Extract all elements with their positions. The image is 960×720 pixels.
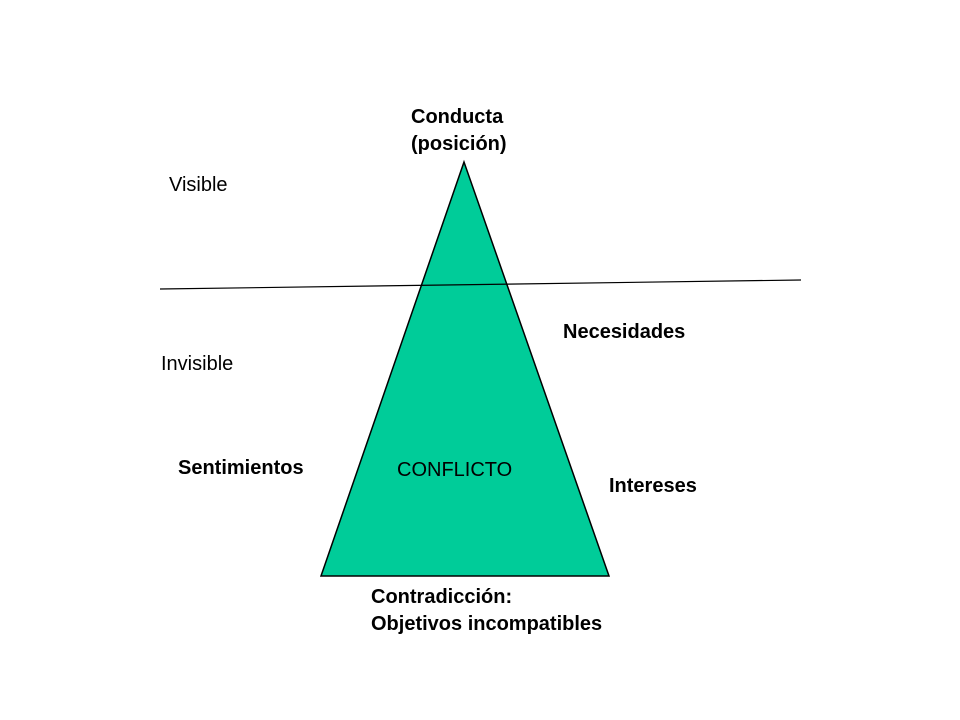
bottom-label-line1: Contradicción:	[371, 586, 513, 608]
top-label: Conducta (posición)	[411, 104, 507, 158]
conflict-triangle	[319, 159, 611, 577]
bottom-label: Contradicción: Objetivos incompatibles	[371, 584, 602, 638]
needs-label: Necesidades	[563, 321, 686, 343]
bottom-label-line2: Objetivos incompatibles	[371, 613, 603, 635]
top-label-line1: Conducta	[411, 106, 504, 128]
center-label: CONFLICTO	[397, 459, 513, 481]
top-label-line2: (posición)	[411, 133, 507, 155]
feelings-label: Sentimientos	[178, 457, 304, 479]
interests-label: Intereses	[609, 475, 697, 497]
visibility-divider-line	[159, 279, 802, 290]
invisible-label: Invisible	[161, 353, 234, 375]
visible-label: Visible	[169, 174, 228, 196]
